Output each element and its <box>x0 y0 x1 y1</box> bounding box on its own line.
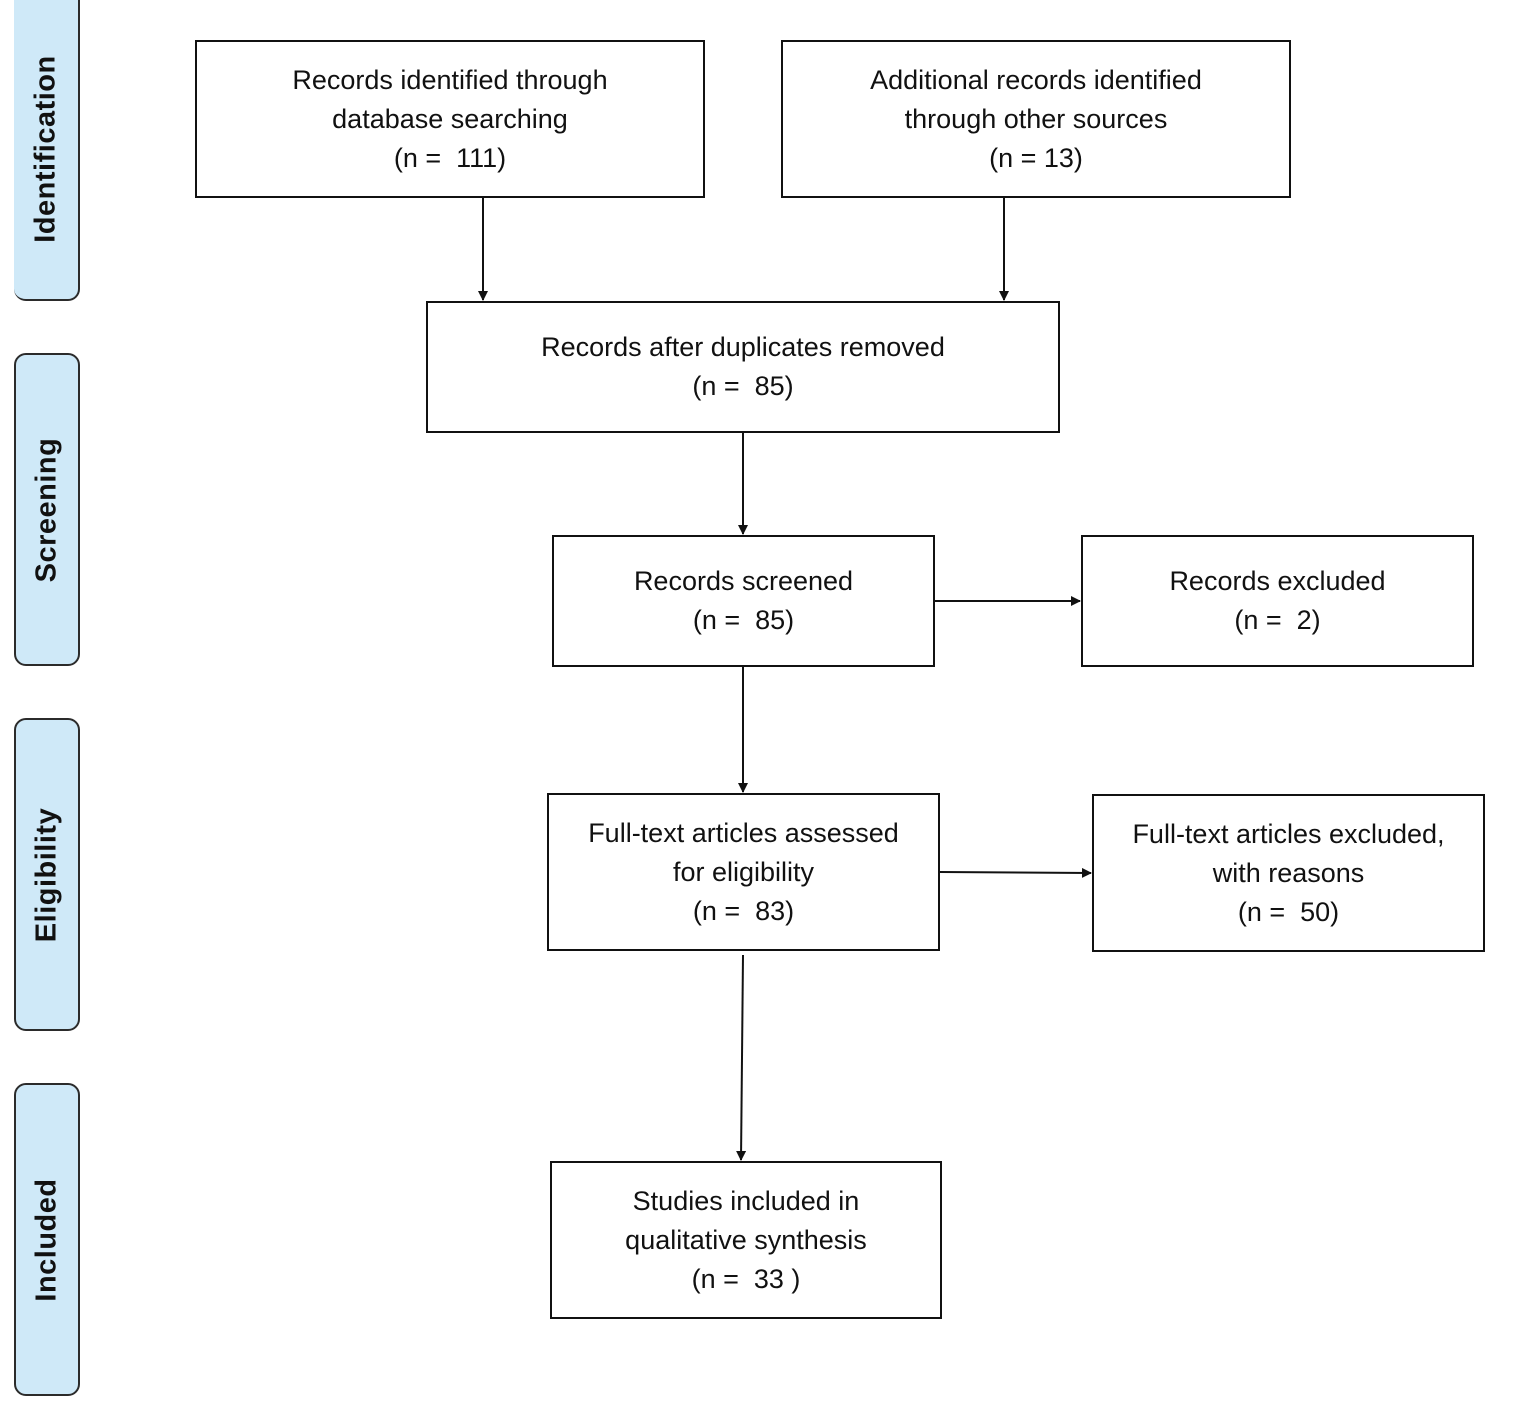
box-count: (n = 83) <box>692 895 795 926</box>
box-duplicates-removed: Records after duplicates removed (n = 85… <box>426 301 1060 433</box>
box-records-excluded: Records excluded (n = 2) <box>1081 535 1474 667</box>
phase-screening: Screening <box>14 353 80 666</box>
box-count: (n = 50) <box>1237 896 1340 927</box>
phase-included: Included <box>14 1083 80 1396</box>
box-text-line: Records after duplicates removed <box>541 332 945 362</box>
phase-identification-label: Identification <box>29 54 62 243</box>
box-count: (n = 13) <box>989 142 1083 173</box>
box-text-line: with reasons <box>1212 857 1365 888</box>
arrow-fulltext-to-included <box>736 954 747 1161</box>
box-database-records: Records identified through database sear… <box>195 40 705 198</box>
box-text-line: Full-text articles assessed <box>588 817 899 848</box>
box-text-line: Studies included in <box>632 1185 860 1216</box>
box-count: (n = 2) <box>1234 605 1321 635</box>
box-text-line: Full-text articles excluded, <box>1132 818 1445 849</box>
box-text-line: Additional records identified <box>870 64 1202 95</box>
phase-identification: Identification <box>14 0 80 301</box>
box-count: (n = 85) <box>692 605 795 635</box>
phase-eligibility: Eligibility <box>14 718 80 1031</box>
box-count: (n = 33 ) <box>691 1263 801 1294</box>
box-fulltext-assessed: Full-text articles assessed for eligibil… <box>547 793 940 951</box>
box-studies-included: Studies included in qualitative synthesi… <box>550 1161 942 1319</box>
box-count: (n = 85) <box>692 371 794 401</box>
box-text-line: Records screened <box>633 566 854 596</box>
arrow-fulltext-to-excluded <box>939 867 1092 878</box>
box-text-line: through other sources <box>904 103 1168 134</box>
box-text-line: database searching <box>332 103 568 134</box>
box-records-screened: Records screened (n = 85) <box>552 535 935 667</box>
box-other-sources: Additional records identified through ot… <box>781 40 1291 198</box>
box-text-line: Records excluded <box>1169 566 1386 596</box>
box-count: (n = 111) <box>393 142 507 173</box>
box-text-line: Records identified through <box>292 64 608 95</box>
box-fulltext-excluded: Full-text articles excluded, with reason… <box>1092 794 1485 952</box>
phase-included-label: Included <box>30 1177 63 1302</box>
box-text-line: for eligibility <box>672 856 815 887</box>
phase-screening-label: Screening <box>30 437 63 582</box>
phase-eligibility-label: Eligibility <box>30 807 63 942</box>
box-text-line: qualitative synthesis <box>625 1224 867 1255</box>
